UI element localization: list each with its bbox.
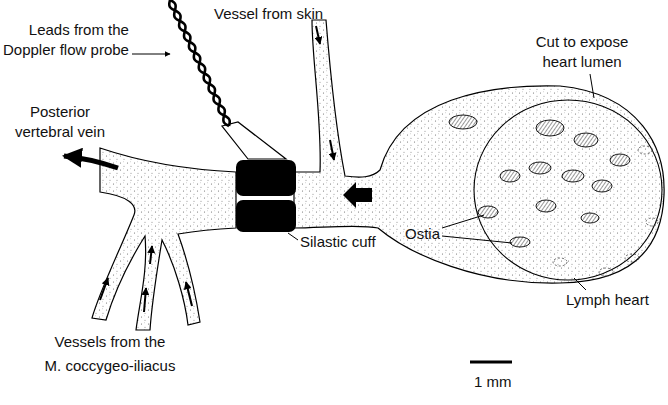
ostium (536, 200, 556, 212)
ostia-label: Ostia (405, 224, 440, 244)
cuff-label: Silastic cuff (300, 232, 376, 252)
ostium (449, 115, 477, 129)
flow-arrow (316, 26, 320, 44)
vessel-label: Vessel from skin (214, 4, 323, 24)
scale-label: 1 mm (474, 372, 512, 392)
ostia-group (449, 115, 658, 276)
flow-arrow (343, 182, 372, 208)
ostium (510, 237, 530, 247)
leader-line (442, 236, 512, 243)
cut-outline (474, 100, 662, 280)
leader-line (442, 215, 484, 228)
flow-arrow (64, 156, 118, 168)
ostium (536, 120, 564, 136)
ostium (610, 154, 630, 166)
silastic-cuff (236, 200, 296, 232)
probe-label: Leads from the Doppler flow probe (3, 20, 129, 60)
flow-arrow (100, 278, 108, 300)
leader-line (590, 74, 594, 98)
ostium (592, 180, 612, 192)
ostium-far-side (646, 218, 658, 226)
flow-arrow (186, 282, 192, 306)
heart-label: Lymph heart (566, 290, 649, 310)
leader-line (132, 54, 170, 55)
lymph-heart-outline (294, 20, 664, 283)
posterior-vertebral-vein (92, 148, 236, 330)
vein-label: Posterior vertebral vein (15, 102, 105, 142)
ostium-far-side (625, 254, 639, 262)
ostium (574, 133, 598, 147)
flow-arrow (330, 140, 334, 160)
scale-bar (470, 361, 512, 364)
ostium (562, 170, 584, 182)
ostium (500, 170, 520, 182)
silastic-cuff (236, 160, 296, 196)
ostium (529, 162, 551, 174)
vessel-label: Vessels from the M. coccygeo-iliacus (45, 330, 176, 378)
probe-housing (222, 122, 286, 159)
cut-label: Cut to expose heart lumen (536, 32, 629, 72)
ostium-far-side (553, 258, 567, 266)
ostium-far-side (599, 268, 613, 276)
ostium (581, 213, 599, 223)
leader-line (574, 278, 586, 290)
flow-arrow (150, 246, 152, 264)
ostium-far-side (638, 146, 652, 154)
flow-arrow (144, 288, 146, 312)
leader-line (288, 233, 298, 240)
